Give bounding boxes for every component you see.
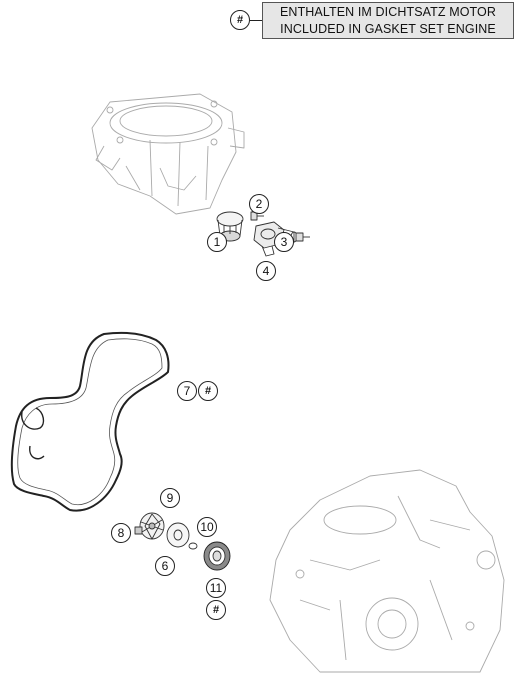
oring-10-drawing <box>188 542 198 550</box>
callout-1[interactable]: 1 <box>207 232 227 252</box>
impeller-drawing <box>139 512 165 540</box>
callout-6[interactable]: 6 <box>155 556 175 576</box>
legend-box: ENTHALTEN IM DICHTSATZ MOTOR INCLUDED IN… <box>262 2 514 39</box>
callout-8[interactable]: 8 <box>111 523 131 543</box>
callout-3[interactable]: 3 <box>274 232 294 252</box>
callout-11-hash[interactable]: # <box>206 600 226 620</box>
legend-hash-marker: # <box>230 10 250 30</box>
callout-7[interactable]: 7 <box>177 381 197 401</box>
legend-line-english: INCLUDED IN GASKET SET ENGINE <box>280 21 496 36</box>
cover-gasket-inner <box>17 338 163 506</box>
seal-ring-11-drawing <box>203 541 231 571</box>
callout-7-hash[interactable]: # <box>198 381 218 401</box>
washer-6-drawing <box>166 522 190 548</box>
screw-3-drawing <box>295 232 310 242</box>
callout-10[interactable]: 10 <box>197 517 217 537</box>
callout-4[interactable]: 4 <box>256 261 276 281</box>
legend-hash-symbol: # <box>236 14 244 26</box>
callout-11[interactable]: 11 <box>206 578 226 598</box>
screw-8-drawing <box>134 526 143 535</box>
crankcase-drawing <box>269 469 505 673</box>
cover-gasket-drawing <box>10 331 170 512</box>
callout-2[interactable]: 2 <box>249 194 269 214</box>
cylinder-drawing <box>91 93 245 215</box>
gasket-loop <box>21 407 45 460</box>
legend-leader-line <box>250 20 262 21</box>
callout-9[interactable]: 9 <box>160 488 180 508</box>
legend-line-german: ENTHALTEN IM DICHTSATZ MOTOR <box>280 4 496 19</box>
